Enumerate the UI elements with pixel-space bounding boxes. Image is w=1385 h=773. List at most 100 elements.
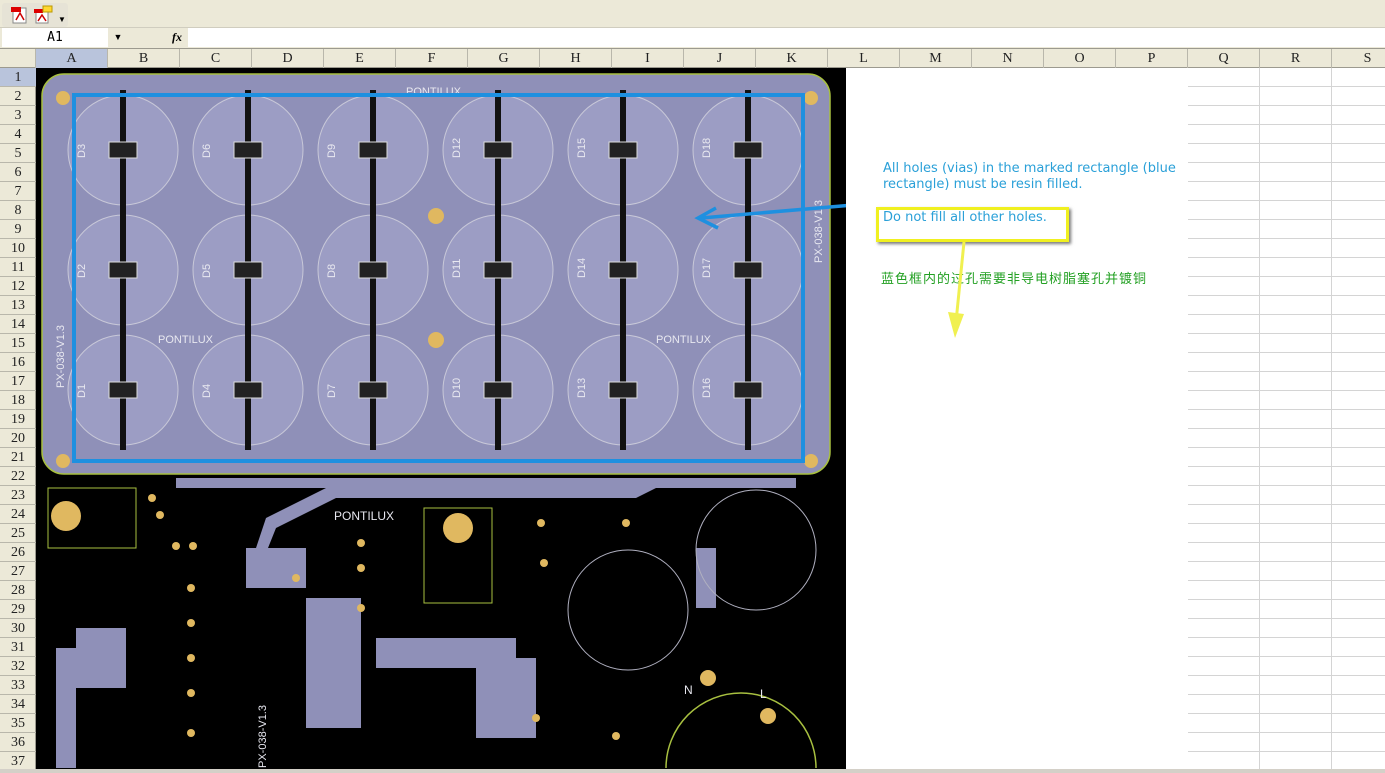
led-label: D4 (201, 384, 213, 398)
row-header-7[interactable]: 7 (0, 182, 36, 201)
led-label: D16 (701, 378, 713, 398)
row-header-32[interactable]: 32 (0, 657, 36, 676)
column-header-M[interactable]: M (900, 49, 972, 68)
row-header-15[interactable]: 15 (0, 334, 36, 353)
column-header-A[interactable]: A (36, 49, 108, 68)
row-header-31[interactable]: 31 (0, 638, 36, 657)
led-pad (358, 381, 388, 399)
row-header-30[interactable]: 30 (0, 619, 36, 638)
column-header-I[interactable]: I (612, 49, 684, 68)
version-label-bottom: PX-038-V1.3 (257, 705, 269, 768)
row-header-14[interactable]: 14 (0, 315, 36, 334)
led-pad (733, 141, 763, 159)
led-label: D18 (701, 138, 713, 158)
column-header-R[interactable]: R (1260, 49, 1332, 68)
annotation-no-fill: Do not fill all other holes. (883, 210, 1047, 225)
row-header-6[interactable]: 6 (0, 163, 36, 182)
row-header-34[interactable]: 34 (0, 695, 36, 714)
column-header-P[interactable]: P (1116, 49, 1188, 68)
pdf-toolbar-group: ▼ (2, 3, 68, 27)
brand-label-right: PONTILUX (656, 334, 712, 346)
column-header-J[interactable]: J (684, 49, 756, 68)
column-header-K[interactable]: K (756, 49, 828, 68)
led-pad (233, 141, 263, 159)
row-header-25[interactable]: 25 (0, 524, 36, 543)
led-pad (608, 381, 638, 399)
select-all-corner[interactable] (0, 49, 36, 68)
column-header-F[interactable]: F (396, 49, 468, 68)
row-header-23[interactable]: 23 (0, 486, 36, 505)
row-header-18[interactable]: 18 (0, 391, 36, 410)
led-pad (233, 261, 263, 279)
led-label: D11 (451, 259, 463, 278)
pdf-comment-icon[interactable] (33, 5, 53, 25)
row-header-36[interactable]: 36 (0, 733, 36, 752)
row-header-8[interactable]: 8 (0, 201, 36, 220)
brand-label-bottom: PONTILUX (334, 509, 394, 523)
yellow-highlight-box (876, 207, 1069, 242)
column-header-Q[interactable]: Q (1188, 49, 1260, 68)
row-header-33[interactable]: 33 (0, 676, 36, 695)
led-label: D1 (76, 384, 88, 398)
column-header-B[interactable]: B (108, 49, 180, 68)
annotation-panel: All holes (vias) in the marked rectangle… (846, 68, 1188, 773)
chevron-down-icon[interactable]: ▼ (58, 15, 66, 24)
row-header-27[interactable]: 27 (0, 562, 36, 581)
row-header-24[interactable]: 24 (0, 505, 36, 524)
led-pad (108, 141, 138, 159)
column-header-S[interactable]: S (1332, 49, 1385, 68)
column-header-G[interactable]: G (468, 49, 540, 68)
column-header-D[interactable]: D (252, 49, 324, 68)
fx-icon[interactable]: fx (172, 30, 182, 44)
led-pad (108, 261, 138, 279)
row-header-13[interactable]: 13 (0, 296, 36, 315)
formula-input[interactable] (188, 28, 1385, 47)
led-label: D5 (201, 264, 213, 278)
led-pad (233, 381, 263, 399)
row-header-21[interactable]: 21 (0, 448, 36, 467)
led-pad (358, 141, 388, 159)
row-header-11[interactable]: 11 (0, 258, 36, 277)
column-header-L[interactable]: L (828, 49, 900, 68)
row-header-3[interactable]: 3 (0, 106, 36, 125)
formula-bar: A1 ▼ fx (0, 28, 1385, 48)
row-header-22[interactable]: 22 (0, 467, 36, 486)
name-box[interactable]: A1 (2, 28, 108, 47)
row-header-19[interactable]: 19 (0, 410, 36, 429)
row-header-2[interactable]: 2 (0, 87, 36, 106)
row-header-5[interactable]: 5 (0, 144, 36, 163)
column-header-O[interactable]: O (1044, 49, 1116, 68)
row-header-4[interactable]: 4 (0, 125, 36, 144)
neutral-marker: N (684, 683, 693, 697)
yellow-arrow (948, 242, 966, 338)
led-label: D12 (451, 138, 463, 158)
version-label-right: PX-038-V1.3 (813, 200, 825, 263)
led-label: D3 (76, 144, 88, 158)
row-header-35[interactable]: 35 (0, 714, 36, 733)
led-label: D13 (576, 378, 588, 398)
pdf-icon[interactable] (10, 5, 30, 25)
led-label: D9 (326, 144, 338, 158)
row-header-26[interactable]: 26 (0, 543, 36, 562)
row-header-10[interactable]: 10 (0, 239, 36, 258)
led-pad (483, 261, 513, 279)
led-pad (733, 381, 763, 399)
annotation-chinese: 蓝色框内的过孔需要非导电树脂塞孔并镀铜 (881, 272, 1148, 287)
row-header-28[interactable]: 28 (0, 581, 36, 600)
column-header-N[interactable]: N (972, 49, 1044, 68)
row-header-1[interactable]: 1 (0, 68, 36, 87)
column-header-C[interactable]: C (180, 49, 252, 68)
row-header-16[interactable]: 16 (0, 353, 36, 372)
row-header-20[interactable]: 20 (0, 429, 36, 448)
row-header-9[interactable]: 9 (0, 220, 36, 239)
row-header-29[interactable]: 29 (0, 600, 36, 619)
column-header-E[interactable]: E (324, 49, 396, 68)
row-header-17[interactable]: 17 (0, 372, 36, 391)
blue-marked-rectangle (72, 93, 805, 463)
name-box-dropdown-icon[interactable]: ▼ (113, 32, 123, 42)
row-header-12[interactable]: 12 (0, 277, 36, 296)
column-header-H[interactable]: H (540, 49, 612, 68)
